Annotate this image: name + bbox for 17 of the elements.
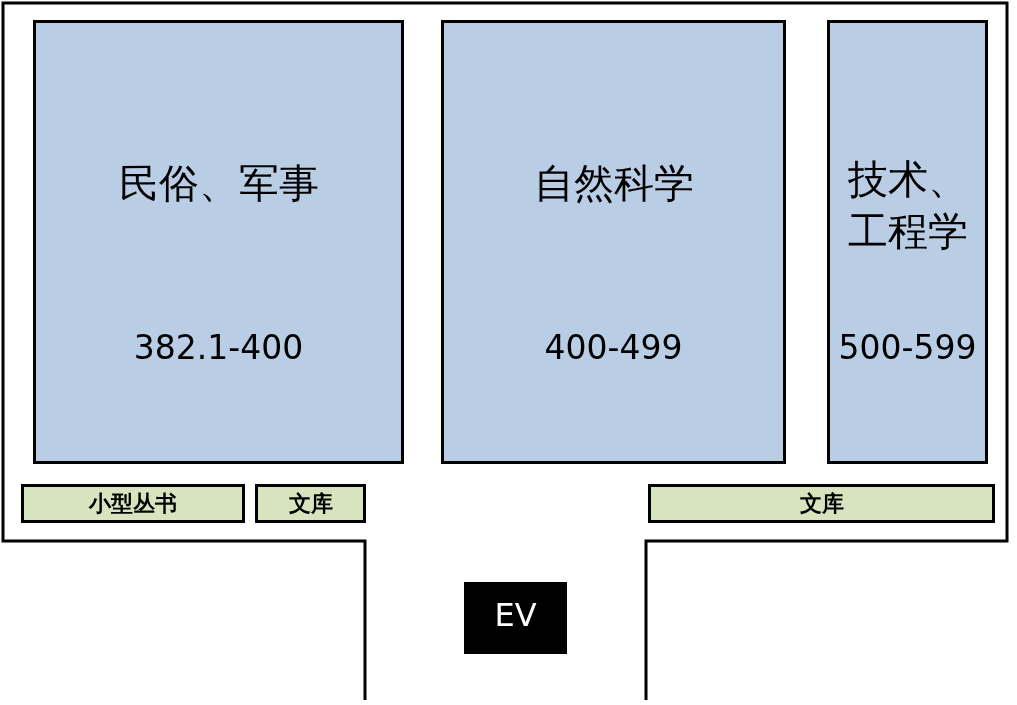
elevator-block xyxy=(464,582,567,654)
call-number-range: 500-599 xyxy=(838,328,977,368)
shelf-strip xyxy=(21,484,245,523)
call-number-range: 400-499 xyxy=(544,328,683,368)
shelf-strip xyxy=(648,484,995,523)
shelf-area xyxy=(441,20,786,464)
shelf-strip xyxy=(255,484,366,523)
shelf-label: 小型丛书 xyxy=(89,490,177,518)
section-title: 自然科学 xyxy=(533,159,694,208)
shelf-area xyxy=(33,20,404,464)
shelf-label: 文库 xyxy=(799,490,844,518)
call-number-range: 382.1-400 xyxy=(133,328,304,368)
shelf-label: 文库 xyxy=(288,490,333,518)
elevator-label: EV xyxy=(494,595,537,635)
section-title: 技术、工程学 xyxy=(846,155,969,256)
shelf-area xyxy=(827,20,988,464)
section-title: 民俗、军事 xyxy=(118,159,319,208)
